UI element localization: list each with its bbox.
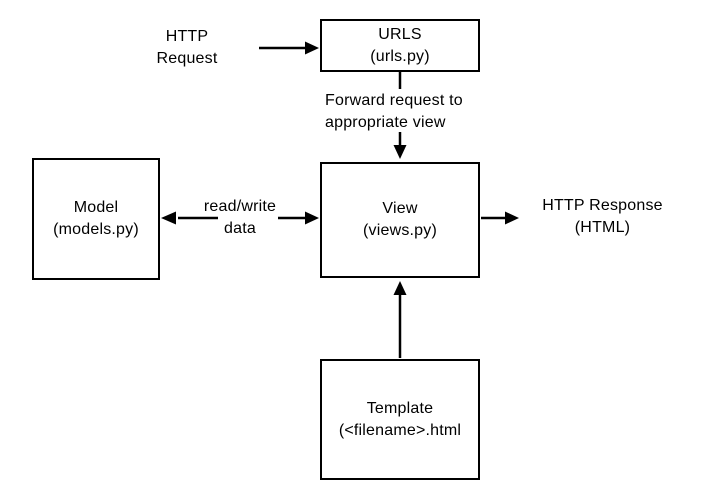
view-box-subtitle: (views.py) xyxy=(362,222,437,239)
forward-request-label: Forward request to appropriate view xyxy=(325,90,490,134)
read-write-data-label-line1: read/write xyxy=(203,198,277,215)
urls-box: URLS (urls.py) xyxy=(320,19,480,72)
view-box-title: View xyxy=(382,200,418,217)
forward-request-label-line2: appropriate view xyxy=(325,114,446,131)
arrow-model-to-view xyxy=(278,211,319,225)
template-box-subtitle: (<filename>.html xyxy=(338,421,462,439)
arrow-urls-to-view xyxy=(393,72,407,159)
urls-box-subtitle: (urls.py) xyxy=(370,47,430,65)
read-write-data-label-line2: data xyxy=(224,220,256,237)
arrow-http-request-to-urls xyxy=(259,41,319,55)
http-response-label: HTTP Response (HTML) xyxy=(525,195,680,239)
http-request-label-line1: HTTP xyxy=(165,28,209,45)
http-response-label-line2: (HTML) xyxy=(574,219,631,236)
http-response-label-line1: HTTP Response xyxy=(542,197,663,214)
template-box: Template (<filename>.html xyxy=(320,359,480,480)
http-request-label-line2: Request xyxy=(156,50,218,67)
http-request-label: HTTP Request xyxy=(139,26,235,70)
urls-box-title: URLS xyxy=(378,25,422,43)
model-box-subtitle: (models.py) xyxy=(53,221,139,238)
read-write-data-label: read/write data xyxy=(195,196,285,240)
template-box-title: Template xyxy=(366,399,434,417)
arrow-view-to-http-response xyxy=(481,211,519,225)
view-box: View (views.py) xyxy=(320,162,480,278)
forward-request-label-line1: Forward request to xyxy=(325,92,463,109)
model-box: Model (models.py) xyxy=(32,158,160,280)
model-box-title: Model xyxy=(73,199,119,216)
arrow-template-to-view xyxy=(393,281,407,358)
arrow-view-to-model xyxy=(161,211,218,225)
